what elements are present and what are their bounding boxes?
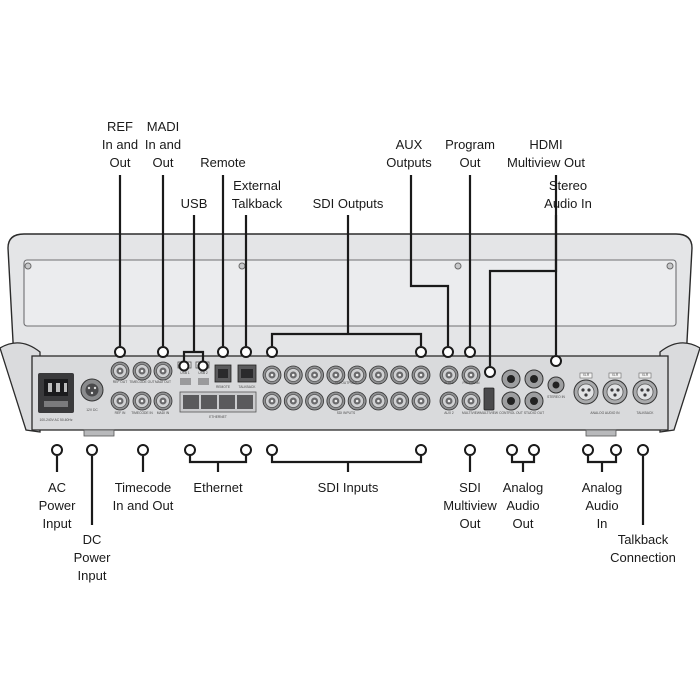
sdi-input-connector-7 [390,391,410,411]
aux-1-connector [439,365,459,385]
ac-power-connector [38,373,74,413]
sdi-output-connector-3 [305,365,324,385]
panel-label-ref-in: REF IN [115,411,126,415]
panel-label-dc: 12V DC [86,408,98,412]
sdi-output-connector-5 [347,365,367,385]
panel-label-madi-in: MADI IN [157,411,170,415]
xlr-connectors [573,372,658,405]
audio-jacks [501,369,565,411]
xlr-connector-1 [573,372,599,405]
panel-label-xlr-3: XLR [642,373,649,377]
panel-label-multiview: MULTIVIEW [462,411,481,415]
program-connector [461,365,481,385]
remote-port [214,364,232,383]
xlr-connector-2 [602,372,628,405]
panel-label-ac: 100-240V AC 50-60Hz [40,418,73,422]
bnc-connectors [110,361,481,411]
panel-label-xlr-2: XLR [612,373,619,377]
ethernet-ports [179,391,257,413]
panel-label-ref-out: REF OUT [113,380,127,384]
bnc-connector-top-1 [110,361,130,381]
panel-label-talkback: TALKBACK [239,385,257,389]
sdi-input-connector-8 [411,391,431,411]
panel-label-timecode-out: TIMECODE OUT [129,380,154,384]
panel-label-control-out: CONTROL OUT [499,411,523,415]
dc-power-connector [80,378,104,402]
sdi-input-connector-3 [305,391,324,411]
panel-label-ethernet: ETHERNET [209,415,227,419]
sdi-output-connector-8 [411,365,431,385]
multiview-connector [461,391,481,411]
label-sdi-outputs: SDI Outputs [312,196,384,211]
sdi-input-connector-5 [347,391,367,411]
panel-label-usb2: USB 2 [198,371,208,375]
bnc-connector-bottom-1 [110,391,130,411]
bnc-connector-top-3 [153,361,173,381]
talkback-port [237,364,257,383]
bnc-connector-top-2 [132,361,152,381]
xlr-connector-3 [632,372,658,405]
label-ethernet: Ethernet [193,480,243,495]
panel-label-aux1: AUX 1 [444,381,454,385]
panel-label-program: PROGRAM [462,381,479,385]
panel-label-studio-out: STUDIO OUT [524,411,544,415]
panel-label-hdmi-multiview: MULTIVIEW [480,411,499,415]
callout-points [51,346,649,456]
panel-label-remote: REMOTE [216,385,231,389]
bnc-connector-bottom-3 [153,391,173,411]
panel-label-aux2: AUX 2 [444,411,454,415]
aux-2-connector [439,391,459,411]
sdi-output-connector-7 [390,365,410,385]
panel-label-usb1: USB 1 [180,371,190,375]
bnc-connector-bottom-2 [132,391,152,411]
panel-label-xlr-1: XLR [583,373,590,377]
sdi-input-connector-6 [369,391,388,411]
sdi-input-connector-4 [326,391,346,411]
hdmi-port [483,387,495,411]
panel-label-analog-audio-in: ANALOG AUDIO IN [590,411,620,415]
panel-label-talkback-in: TALKBACK [637,411,655,415]
sdi-output-connector-6 [369,365,388,385]
sdi-output-connector-4 [326,365,346,385]
sdi-input-connector-2 [283,391,303,411]
label-sdi-inputs: SDI Inputs [317,480,379,495]
panel-label-madi-out: MADI OUT [155,380,171,384]
panel-text: 100-240V AC 50-60Hz 12V DC REF OUT TIMEC… [40,371,655,422]
panel-label-timecode-in: TIMECODE IN [131,411,153,415]
sdi-output-connector-2 [283,365,303,385]
panel-label-stereo-in: STEREO IN [547,395,565,399]
label-remote: Remote [200,155,246,170]
label-usb: USB [180,196,208,211]
panel-label-sdi-outputs: SDI OUTPUTS [335,381,358,385]
panel-label-sdi-inputs: SDI INPUTS [337,411,356,415]
sdi-output-connector-1 [262,365,282,385]
sdi-input-connector-1 [262,391,282,411]
